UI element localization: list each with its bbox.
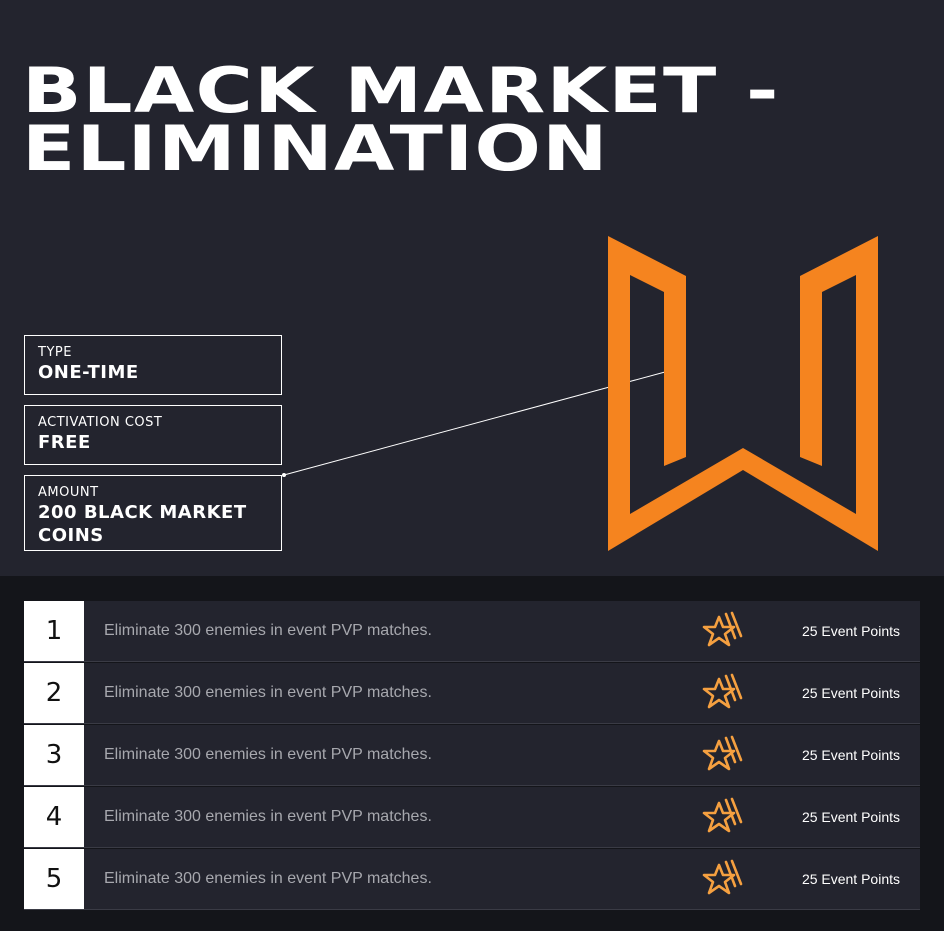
table-row: 5 Eliminate 300 enemies in event PVP mat… bbox=[24, 849, 920, 910]
challenge-description: Eliminate 300 enemies in event PVP match… bbox=[104, 622, 432, 639]
row-number: 5 bbox=[24, 849, 84, 909]
row-number: 3 bbox=[24, 725, 84, 785]
amount-info-box: AMOUNT 200 BLACK MARKET COINS bbox=[24, 475, 282, 551]
reward-points: 25 Event Points bbox=[801, 747, 900, 763]
row-number: 2 bbox=[24, 663, 84, 723]
star-icon bbox=[702, 859, 743, 895]
table-row: 2 Eliminate 300 enemies in event PVP mat… bbox=[24, 663, 920, 724]
challenge-table: 1 Eliminate 300 enemies in event PVP mat… bbox=[24, 601, 920, 911]
challenge-description: Eliminate 300 enemies in event PVP match… bbox=[104, 746, 432, 763]
reward-points: 25 Event Points bbox=[801, 685, 900, 701]
row-number: 1 bbox=[24, 601, 84, 661]
challenge-description: Eliminate 300 enemies in event PVP match… bbox=[104, 870, 432, 887]
table-row: 1 Eliminate 300 enemies in event PVP mat… bbox=[24, 601, 920, 662]
star-icon bbox=[702, 735, 743, 771]
challenge-description: Eliminate 300 enemies in event PVP match… bbox=[104, 808, 432, 825]
reward-points: 25 Event Points bbox=[801, 871, 900, 887]
type-info-box: TYPE ONE-TIME bbox=[24, 335, 282, 395]
type-label: TYPE bbox=[38, 345, 72, 360]
reward-points: 25 Event Points bbox=[801, 809, 900, 825]
hero-section: BLACK MARKET - ELIMINATION TYPE ONE-TIME… bbox=[0, 0, 944, 576]
table-row: 3 Eliminate 300 enemies in event PVP mat… bbox=[24, 725, 920, 786]
activation-cost-value: FREE bbox=[38, 432, 91, 453]
w-logo-icon bbox=[608, 236, 878, 551]
amount-value: 200 BLACK MARKET COINS bbox=[38, 502, 247, 546]
amount-label: AMOUNT bbox=[38, 485, 99, 500]
star-icon bbox=[702, 673, 743, 709]
table-row: 4 Eliminate 300 enemies in event PVP mat… bbox=[24, 787, 920, 848]
star-icon bbox=[702, 611, 743, 647]
page-title-line-1: BLACK MARKET - bbox=[22, 54, 780, 127]
row-number: 4 bbox=[24, 787, 84, 847]
page-title: BLACK MARKET - ELIMINATION bbox=[22, 54, 944, 185]
challenge-description: Eliminate 300 enemies in event PVP match… bbox=[104, 684, 432, 701]
star-icon bbox=[702, 797, 743, 833]
activation-cost-label: ACTIVATION COST bbox=[38, 415, 163, 430]
activation-cost-info-box: ACTIVATION COST FREE bbox=[24, 405, 282, 465]
reward-points: 25 Event Points bbox=[801, 623, 900, 639]
page-title-line-2: ELIMINATION bbox=[22, 112, 609, 185]
type-value: ONE-TIME bbox=[38, 362, 139, 383]
